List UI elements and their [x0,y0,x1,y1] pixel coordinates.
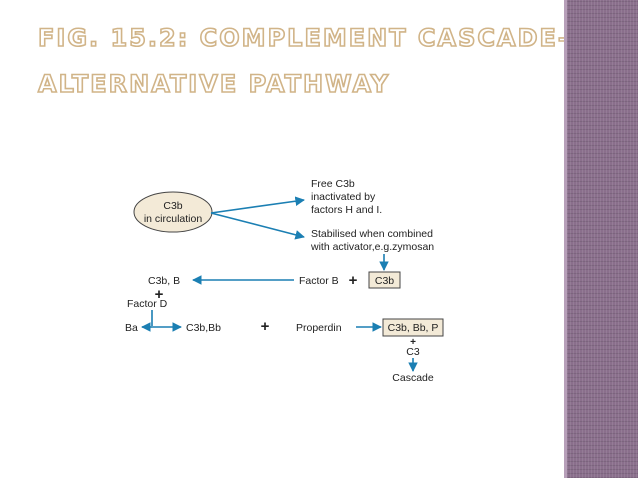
c3b-circulation-ellipse [133,191,213,233]
c3b-box-label: C3b [375,275,394,287]
c3b-box [368,271,401,289]
cascade-label: Cascade [392,372,434,384]
ba-label: Ba [125,322,138,334]
c3b-bb-p-label: C3b, Bb, P [388,322,439,334]
factor-d-label: Factor D [127,298,168,310]
ellipse-label-c3b: C3b [163,200,182,212]
free-c3b-line-3: factors H and I. [311,204,382,216]
free-c3b-line-2: inactivated by [311,191,376,203]
plus-sign-c3: + [410,337,416,348]
arrow-to-stabilised [210,212,305,240]
c3b-b-label: C3b, B [148,275,180,287]
arrow-to-free-c3b [210,196,305,214]
properdin-label: Properdin [296,322,342,334]
slide-title-line-1: Fig. 15.2: Complement cascade—the [37,23,638,53]
plus-sign-properdin: + [261,318,270,335]
c3b-bb-p-box [382,318,444,337]
c3b-bb-label: C3b,Bb [186,322,221,334]
plus-sign-factor-b: + [349,272,358,289]
side-decorative-panel [567,0,638,478]
factor-b-label: Factor B [299,275,339,287]
stabilised-line-1: Stabilised when combined [311,228,433,240]
c3-label: C3 [406,346,420,358]
side-panel-edge [564,0,567,478]
stabilised-line-2: with activator,e.g.zymosan [310,241,434,253]
plus-sign-factor-d: + [155,286,164,303]
slide-title-line-2: alternative pathway [37,69,391,99]
ellipse-label-circulation: in circulation [144,213,203,225]
free-c3b-line-1: Free C3b [311,178,355,190]
